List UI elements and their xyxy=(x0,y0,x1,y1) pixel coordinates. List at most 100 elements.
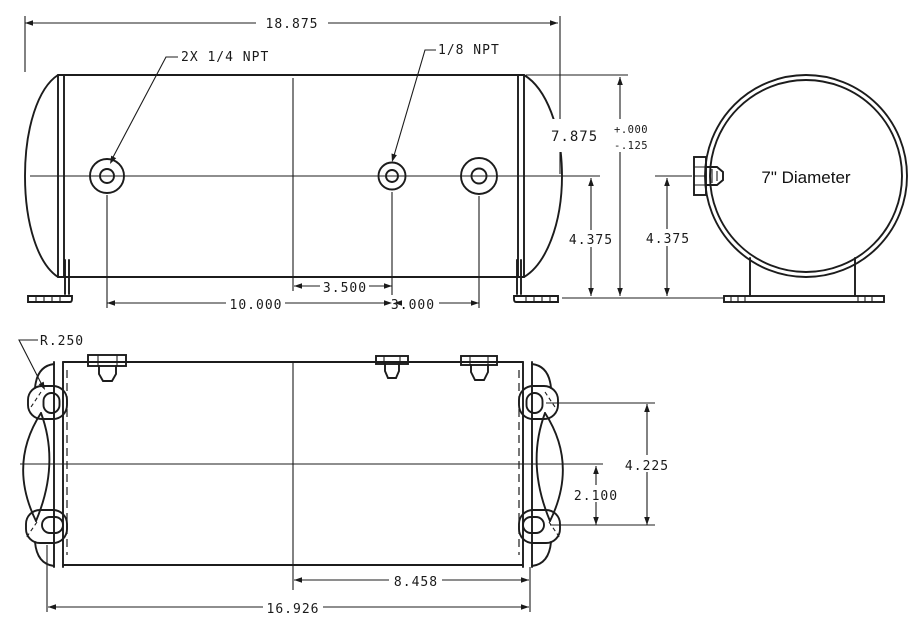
leader-line xyxy=(18,339,44,388)
port-inner xyxy=(99,168,115,184)
dim-mount-length-value: 16.926 xyxy=(267,602,320,617)
arrowhead-right xyxy=(550,20,558,26)
port-outer xyxy=(377,161,407,191)
dim-slot-offset-value: 2.100 xyxy=(574,489,618,504)
port-quarter-npt-right xyxy=(460,157,498,195)
dim-text-mask xyxy=(263,599,323,615)
dim-centerline-height-end: 4.375 xyxy=(645,175,692,296)
arrowhead-bottom xyxy=(617,288,623,296)
base-legs xyxy=(749,257,856,297)
arrowhead xyxy=(471,300,479,306)
leader-line xyxy=(392,49,436,160)
arrowhead-bottom xyxy=(588,288,594,296)
leader-arrowhead xyxy=(391,153,397,162)
port-outer xyxy=(460,157,498,195)
plan-fitting-right xyxy=(460,355,498,381)
dim-text-mask xyxy=(548,119,660,152)
dim-slot-span-value: 4.225 xyxy=(625,459,669,474)
tank-left-dome xyxy=(24,74,59,278)
arrowhead-bottom xyxy=(664,288,670,296)
arrowhead xyxy=(384,300,392,306)
dim-height-tol-minus: -.125 xyxy=(614,140,648,152)
dim-port-locations: 3.500 10.000 3.000 xyxy=(106,78,480,313)
fitting-plug xyxy=(705,166,724,186)
dim-centerline-height-value: 4.375 xyxy=(569,233,613,248)
leader-arrowhead xyxy=(38,381,45,390)
base-plate-ticks xyxy=(730,296,873,302)
fitting-head-lines xyxy=(383,356,401,364)
extension-lines xyxy=(46,545,531,612)
plan-fitting-left xyxy=(87,354,127,382)
plan-view: R.250 4.225 2.100 8.458 xyxy=(18,334,672,617)
fitting-plug xyxy=(470,364,489,381)
arrowhead xyxy=(521,577,529,583)
arrowhead xyxy=(384,283,392,289)
arrowhead xyxy=(48,604,56,610)
callout-eighth-npt: 1/8 NPT xyxy=(391,43,500,162)
arrowhead xyxy=(644,517,650,525)
fitting-head xyxy=(375,355,409,365)
arrowhead-top xyxy=(588,178,594,186)
callout-quarter-npt: 2X 1/4 NPT xyxy=(110,50,269,164)
arrowhead xyxy=(644,404,650,412)
dim-height-tol-plus: +.000 xyxy=(614,124,648,136)
arrowhead xyxy=(294,283,302,289)
dim-tank-height: 7.875 +.000 -.125 xyxy=(526,74,723,299)
arrowhead-left xyxy=(25,20,33,26)
dim-text-mask xyxy=(569,230,613,247)
arrowhead-top xyxy=(664,178,670,186)
port-label-eighth-npt: 1/8 NPT xyxy=(438,43,500,58)
dim-overall-length-value: 18.875 xyxy=(266,17,319,32)
fitting-plug xyxy=(98,365,117,382)
dim-text-mask xyxy=(389,572,442,588)
dim-text-mask xyxy=(226,295,285,311)
dim-centerline-height-side: 4.375 xyxy=(569,178,613,296)
dim-half-length-value: 8.458 xyxy=(394,575,438,590)
fitting-head xyxy=(460,355,498,366)
extension-lines xyxy=(526,74,723,299)
leader-line xyxy=(110,56,178,162)
arrowhead xyxy=(294,577,302,583)
dim-text-mask xyxy=(320,278,369,294)
fitting-head xyxy=(87,354,127,367)
port-inner xyxy=(385,169,399,183)
port-outer xyxy=(89,158,125,194)
end-base xyxy=(723,257,885,303)
fitting-head-lines xyxy=(469,356,489,365)
port-inner xyxy=(470,167,488,185)
arrowhead xyxy=(521,604,529,610)
port-label-quarter-npt: 2X 1/4 NPT xyxy=(181,50,269,65)
base-plate xyxy=(723,295,885,303)
fitting-plug xyxy=(384,363,400,379)
leader-arrowhead xyxy=(110,155,117,164)
arrowhead xyxy=(394,300,402,306)
foot-left xyxy=(27,259,73,303)
diameter-label: 7" Diameter xyxy=(761,168,851,187)
dim-height-value: 7.875 xyxy=(551,129,598,145)
dim-text-mask xyxy=(571,485,621,502)
dim-center-to-port-value: 3.500 xyxy=(323,281,367,296)
port-eighth-npt xyxy=(377,161,407,191)
dim-port-span-value: 10.000 xyxy=(230,298,283,313)
arrowhead xyxy=(593,517,599,525)
arrowhead xyxy=(593,466,599,474)
callout-slot-radius: R.250 xyxy=(18,334,84,390)
extension-lines xyxy=(106,78,480,308)
dim-slot-locations: 4.225 2.100 xyxy=(546,402,672,526)
fitting-flange-lines xyxy=(694,166,706,186)
arrowhead xyxy=(107,300,115,306)
arrowhead-top xyxy=(617,77,623,85)
slot-radius-label: R.250 xyxy=(40,334,84,349)
fitting-plug-lines xyxy=(711,169,718,183)
end-view: 4.375 7" Diameter xyxy=(645,74,908,303)
dim-centerline-height-end-value: 4.375 xyxy=(646,232,690,247)
dim-bracket-lengths: 8.458 16.926 xyxy=(46,545,531,617)
dim-overall-length: 18.875 xyxy=(24,14,561,174)
port-quarter-npt-left xyxy=(89,158,125,194)
tank-end-inner-circle xyxy=(709,79,903,273)
dim-text-mask xyxy=(622,455,672,472)
plan-fitting-middle xyxy=(375,355,409,379)
dim-text-mask xyxy=(256,14,328,32)
